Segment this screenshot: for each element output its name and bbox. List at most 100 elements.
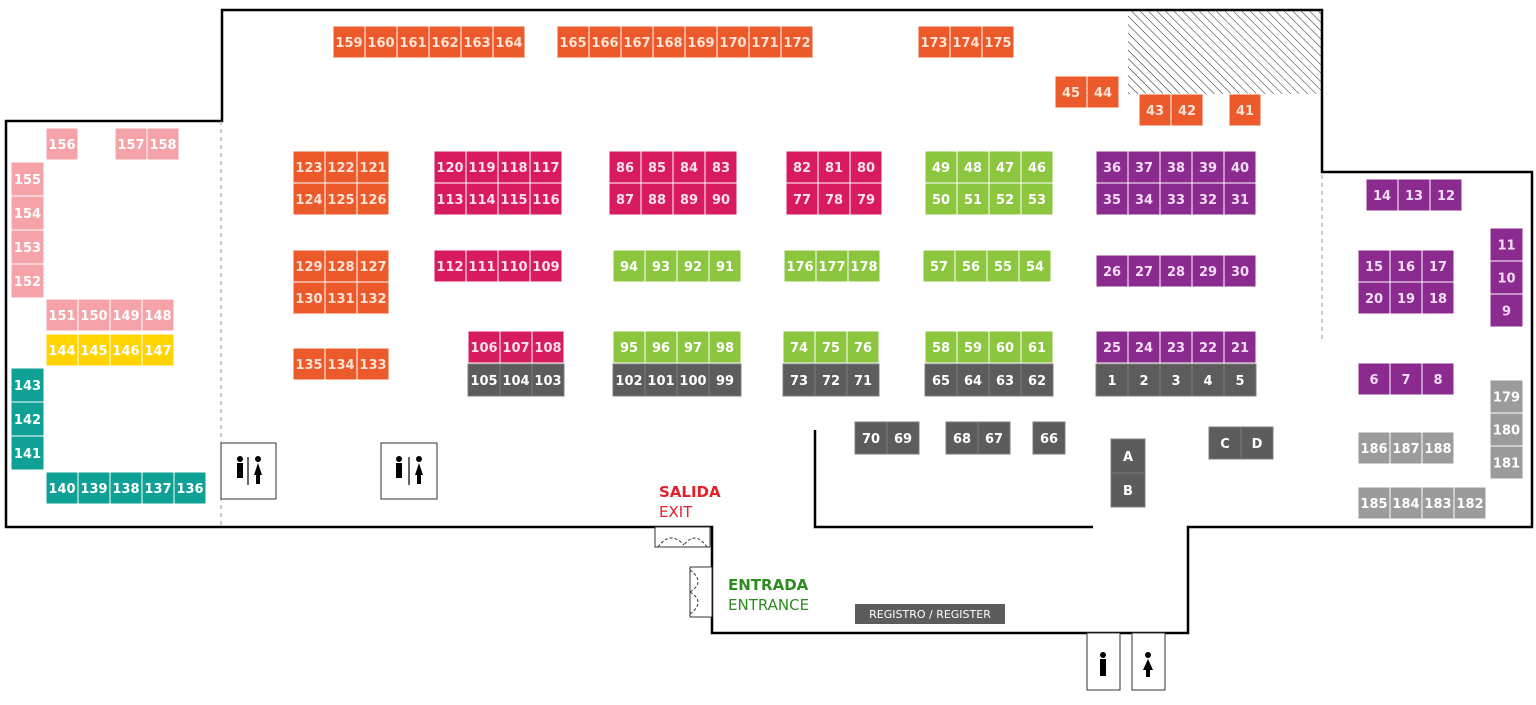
booth-13[interactable] <box>1397 178 1431 212</box>
booth-42[interactable] <box>1170 93 1204 127</box>
booth-184[interactable] <box>1389 486 1423 520</box>
booth-118[interactable] <box>497 150 531 184</box>
booth-74[interactable] <box>782 330 816 364</box>
booth-170[interactable] <box>716 25 750 59</box>
booth-64[interactable] <box>956 363 990 397</box>
booth-21[interactable] <box>1223 330 1257 364</box>
booth-179[interactable] <box>1489 379 1524 414</box>
exit-door[interactable] <box>654 526 711 548</box>
booth-94[interactable] <box>612 249 646 283</box>
booth-95[interactable] <box>612 330 646 364</box>
booth-145[interactable] <box>77 333 111 367</box>
booth-177[interactable] <box>815 249 849 283</box>
booth-136[interactable] <box>173 471 207 505</box>
booth-A[interactable] <box>1110 438 1146 474</box>
booth-132[interactable] <box>356 281 390 315</box>
booth-186[interactable] <box>1357 431 1391 465</box>
booth-146[interactable] <box>109 333 143 367</box>
booth-84[interactable] <box>672 150 706 184</box>
booth-81[interactable] <box>817 150 851 184</box>
booth-128[interactable] <box>324 249 358 283</box>
booth-171[interactable] <box>748 25 782 59</box>
booth-9[interactable] <box>1489 293 1524 328</box>
booth-150[interactable] <box>77 298 111 332</box>
booth-10[interactable] <box>1489 260 1524 295</box>
booth-183[interactable] <box>1421 486 1455 520</box>
booth-70[interactable] <box>854 421 888 455</box>
booth-100[interactable] <box>676 363 710 397</box>
booth-7[interactable] <box>1389 362 1423 396</box>
booth-65[interactable] <box>924 363 958 397</box>
booth-178[interactable] <box>847 249 881 283</box>
booth-34[interactable] <box>1127 182 1161 216</box>
booth-181[interactable] <box>1489 445 1524 480</box>
booth-12[interactable] <box>1429 178 1463 212</box>
booth-57[interactable] <box>922 249 956 283</box>
booth-45[interactable] <box>1054 75 1088 109</box>
booth-85[interactable] <box>640 150 674 184</box>
booth-158[interactable] <box>146 127 180 161</box>
booth-174[interactable] <box>949 25 983 59</box>
booth-155[interactable] <box>10 161 45 197</box>
booth-11[interactable] <box>1489 227 1524 262</box>
booth-115[interactable] <box>497 182 531 216</box>
booth-131[interactable] <box>324 281 358 315</box>
booth-147[interactable] <box>141 333 175 367</box>
booth-52[interactable] <box>988 182 1022 216</box>
booth-107[interactable] <box>499 330 533 364</box>
booth-108[interactable] <box>531 330 565 364</box>
booth-152[interactable] <box>10 263 45 299</box>
booth-44[interactable] <box>1086 75 1120 109</box>
booth-133[interactable] <box>356 347 390 381</box>
booth-67[interactable] <box>977 421 1011 455</box>
booth-41[interactable] <box>1228 93 1262 127</box>
booth-54[interactable] <box>1018 249 1052 283</box>
booth-80[interactable] <box>849 150 883 184</box>
booth-134[interactable] <box>324 347 358 381</box>
booth-103[interactable] <box>531 363 565 397</box>
booth-68[interactable] <box>945 421 979 455</box>
booth-19[interactable] <box>1389 281 1423 315</box>
booth-113[interactable] <box>433 182 467 216</box>
booth-89[interactable] <box>672 182 706 216</box>
booth-1[interactable] <box>1095 363 1129 397</box>
booth-104[interactable] <box>499 363 533 397</box>
entrance-door[interactable] <box>689 566 713 618</box>
booth-161[interactable] <box>396 25 430 59</box>
booth-30[interactable] <box>1223 254 1257 288</box>
booth-78[interactable] <box>817 182 851 216</box>
booth-31[interactable] <box>1223 182 1257 216</box>
booth-18[interactable] <box>1421 281 1455 315</box>
restroom-women-icon[interactable] <box>1131 632 1166 691</box>
booth-143[interactable] <box>10 367 45 403</box>
booth-61[interactable] <box>1020 330 1054 364</box>
booth-117[interactable] <box>529 150 563 184</box>
booth-25[interactable] <box>1095 330 1129 364</box>
booth-33[interactable] <box>1159 182 1193 216</box>
booth-6[interactable] <box>1357 362 1391 396</box>
booth-168[interactable] <box>652 25 686 59</box>
booth-112[interactable] <box>433 249 467 283</box>
booth-141[interactable] <box>10 435 45 471</box>
booth-62[interactable] <box>1020 363 1054 397</box>
booth-90[interactable] <box>704 182 738 216</box>
booth-4[interactable] <box>1191 363 1225 397</box>
booth-169[interactable] <box>684 25 718 59</box>
booth-127[interactable] <box>356 249 390 283</box>
booth-142[interactable] <box>10 401 45 437</box>
booth-49[interactable] <box>924 150 958 184</box>
booth-3[interactable] <box>1159 363 1193 397</box>
booth-154[interactable] <box>10 195 45 231</box>
booth-83[interactable] <box>704 150 738 184</box>
booth-116[interactable] <box>529 182 563 216</box>
booth-D[interactable] <box>1240 426 1274 460</box>
booth-166[interactable] <box>588 25 622 59</box>
booth-135[interactable] <box>292 347 326 381</box>
booth-27[interactable] <box>1127 254 1161 288</box>
restroom-center-icon[interactable] <box>380 442 438 500</box>
booth-159[interactable] <box>332 25 366 59</box>
booth-26[interactable] <box>1095 254 1129 288</box>
booth-151[interactable] <box>45 298 79 332</box>
booth-102[interactable] <box>612 363 646 397</box>
booth-79[interactable] <box>849 182 883 216</box>
